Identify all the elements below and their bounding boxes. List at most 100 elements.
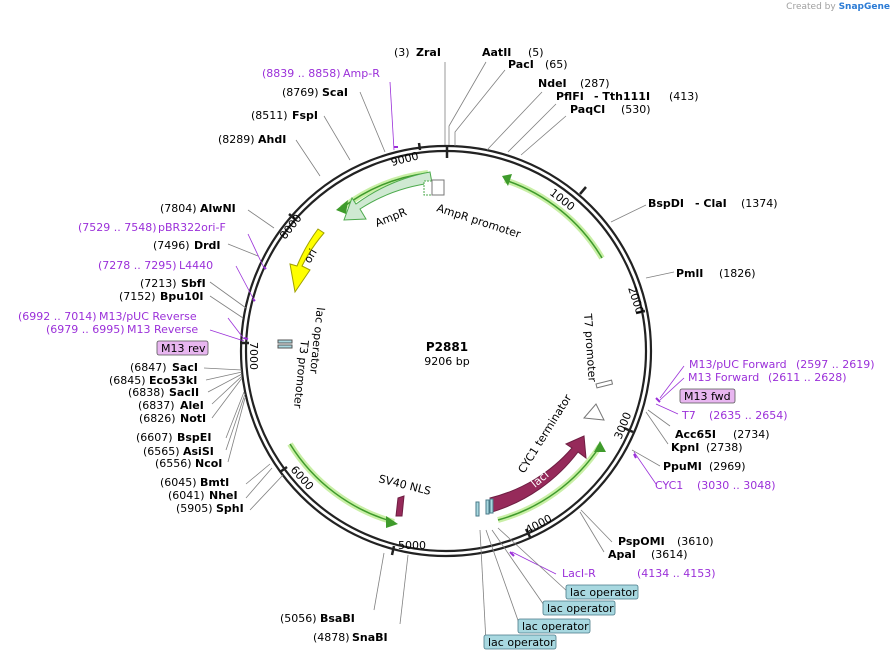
site-name[interactable]: BsaBI bbox=[320, 612, 355, 625]
primer-name[interactable]: M13/pUC Reverse bbox=[99, 310, 197, 323]
leader-lines bbox=[203, 61, 675, 625]
site-pos: (6607) bbox=[136, 431, 173, 444]
site-name[interactable]: AlwNI bbox=[200, 202, 236, 215]
site-name[interactable]: BspDI bbox=[648, 197, 684, 210]
primer-name[interactable]: LacI-R bbox=[562, 567, 596, 580]
site-name[interactable]: SbfI bbox=[181, 277, 206, 290]
primer-name[interactable]: M13 Reverse bbox=[127, 323, 198, 336]
site-pos: (2969) bbox=[709, 460, 746, 473]
lac-operator-glyph[interactable] bbox=[277, 339, 293, 344]
cyc1-terminator-feature[interactable] bbox=[582, 403, 605, 421]
site-name[interactable]: AsiSI bbox=[183, 445, 214, 458]
site-name[interactable]: BmtI bbox=[200, 476, 229, 489]
primer-range: (8839 .. 8858) bbox=[262, 67, 341, 80]
t3-promoter-label: T3 promoter bbox=[291, 339, 311, 410]
site-name[interactable]: PacI bbox=[508, 58, 534, 71]
site-name-alt[interactable]: - Tth111I bbox=[594, 90, 650, 103]
lac-operator-glyph[interactable] bbox=[277, 344, 293, 349]
site-pos: (4878) bbox=[313, 631, 350, 644]
site-name[interactable]: NheI bbox=[209, 489, 238, 502]
tick-marks bbox=[240, 142, 646, 556]
site-pos: (6556) bbox=[155, 457, 192, 470]
site-pos: (65) bbox=[545, 58, 568, 71]
site-name[interactable]: BspEI bbox=[177, 431, 211, 444]
ampr-promoter-feature[interactable] bbox=[431, 179, 445, 196]
snapgene-logo: SnapGene bbox=[838, 2, 890, 12]
lac-operator-box[interactable]: lac operator bbox=[517, 618, 591, 634]
snapgene-credit: Created by SnapGene bbox=[786, 2, 890, 12]
primer-name[interactable]: L4440 bbox=[179, 259, 213, 272]
site-name[interactable]: AatII bbox=[482, 46, 511, 59]
tick-label: 8000 bbox=[277, 212, 304, 242]
site-pos: (287) bbox=[580, 77, 610, 90]
site-name[interactable]: ApaI bbox=[608, 548, 636, 561]
site-name[interactable]: PmlI bbox=[676, 267, 703, 280]
primer-range: (7529 .. 7548) bbox=[78, 221, 157, 234]
site-name[interactable]: AhdI bbox=[258, 133, 286, 146]
tick-label: 5000 bbox=[398, 539, 426, 552]
lac-operator-glyph[interactable] bbox=[475, 501, 480, 517]
site-name[interactable]: NdeI bbox=[538, 77, 567, 90]
site-pos: (6847) bbox=[130, 361, 167, 374]
ampr-feature[interactable] bbox=[343, 171, 433, 221]
site-name[interactable]: KpnI bbox=[671, 441, 699, 454]
site-pos: (7496) bbox=[153, 239, 190, 252]
primer-name[interactable]: T7 bbox=[681, 409, 696, 422]
site-name[interactable]: NotI bbox=[180, 412, 206, 425]
site-name[interactable]: Acc65I bbox=[675, 428, 716, 441]
primer-name[interactable]: CYC1 bbox=[655, 479, 683, 492]
ampr-label: AmpR bbox=[373, 205, 409, 229]
primer-name[interactable]: M13 Forward bbox=[688, 371, 759, 384]
site-name[interactable]: PpuMI bbox=[663, 460, 702, 473]
site-name[interactable]: DrdI bbox=[194, 239, 221, 252]
site-name[interactable]: PaqCI bbox=[570, 103, 605, 116]
site-name[interactable]: Eco53kI bbox=[149, 374, 197, 387]
lac-operator-glyph[interactable] bbox=[489, 498, 494, 514]
site-pos: (7152) bbox=[119, 290, 156, 303]
site-name[interactable]: SacII bbox=[169, 386, 199, 399]
credit-prefix: Created by bbox=[786, 2, 836, 12]
primer-name[interactable]: Amp-R bbox=[343, 67, 380, 80]
t7-promoter-feature[interactable] bbox=[595, 379, 614, 389]
site-name[interactable]: Bpu10I bbox=[160, 290, 204, 303]
site-name[interactable]: SphI bbox=[216, 502, 244, 515]
primer-name[interactable]: pBR322ori-F bbox=[158, 221, 226, 234]
site-name[interactable]: AleI bbox=[180, 399, 204, 412]
primer-range: (2635 .. 2654) bbox=[709, 409, 788, 422]
m13-rev-box-label: M13 rev bbox=[161, 342, 206, 355]
ori-feature[interactable] bbox=[289, 228, 325, 294]
sv40-nls-feature[interactable] bbox=[395, 495, 405, 517]
site-pos: (6041) bbox=[168, 489, 205, 502]
lac-operator-box[interactable]: lac operator bbox=[542, 600, 616, 616]
site-name[interactable]: PspOMI bbox=[618, 535, 665, 548]
site-name[interactable]: PflFI bbox=[556, 90, 584, 103]
site-pos: (6045) bbox=[160, 476, 197, 489]
lac-operator-left-group bbox=[277, 339, 293, 349]
site-name[interactable]: ZraI bbox=[416, 46, 441, 59]
primer-range: (3030 .. 3048) bbox=[697, 479, 776, 492]
m13-fwd-box[interactable]: M13 fwd bbox=[679, 388, 736, 404]
lac-operator-leaders bbox=[479, 527, 569, 643]
laci-feature[interactable] bbox=[489, 435, 587, 513]
primer-range: (6992 .. 7014) bbox=[18, 310, 97, 323]
lac-operator-glyph[interactable] bbox=[485, 499, 490, 515]
site-pos: (3610) bbox=[677, 535, 714, 548]
primer-name[interactable]: M13/pUC Forward bbox=[689, 358, 787, 371]
lac-operator-box[interactable]: lac operator bbox=[483, 634, 557, 650]
site-name[interactable]: SacI bbox=[172, 361, 198, 374]
primer-range: (4134 .. 4153) bbox=[637, 567, 716, 580]
t7-promoter-glyph bbox=[595, 379, 614, 389]
site-name[interactable]: NcoI bbox=[195, 457, 222, 470]
lac-operator-box[interactable]: lac operator bbox=[565, 584, 639, 600]
m13-rev-box[interactable]: M13 rev bbox=[156, 340, 209, 356]
site-name[interactable]: SnaBI bbox=[352, 631, 388, 644]
primer-range: (7278 .. 7295) bbox=[98, 259, 177, 272]
site-pos: (8769) bbox=[282, 86, 319, 99]
plasmid-size: 9206 bp bbox=[424, 355, 469, 368]
site-name[interactable]: ScaI bbox=[322, 86, 348, 99]
primer-marks bbox=[243, 146, 661, 557]
tick-label: 2000 bbox=[625, 285, 646, 316]
site-name-alt[interactable]: - ClaI bbox=[695, 197, 727, 210]
site-name[interactable]: FspI bbox=[292, 109, 318, 122]
